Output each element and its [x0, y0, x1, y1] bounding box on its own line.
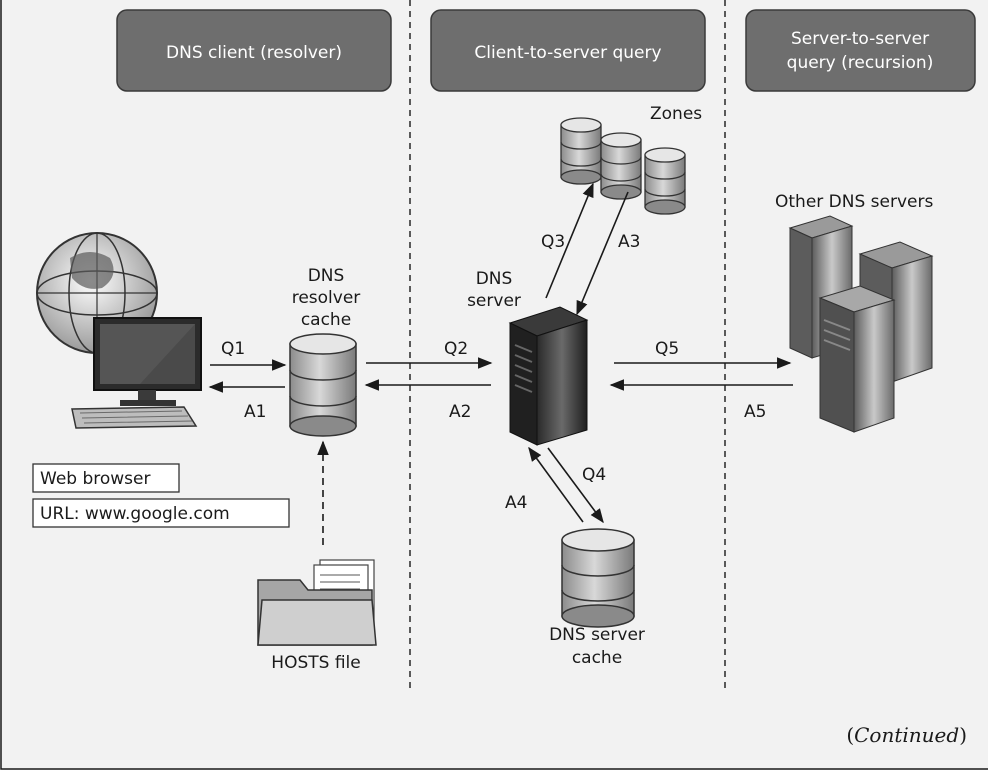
- label-q2: Q2: [444, 339, 468, 359]
- continued-note: (Continued): [846, 723, 967, 747]
- dns-server-label-line2: server: [467, 291, 521, 311]
- hosts-file-label: HOSTS file: [271, 653, 360, 673]
- zones-label: Zones: [650, 104, 702, 124]
- arrow-a3: [576, 191, 629, 316]
- svg-text:DNS client (resolver): DNS client (resolver): [166, 43, 342, 63]
- dns-server-label-line1: DNS: [476, 269, 513, 289]
- zones-database-icon-2: [600, 132, 642, 200]
- svg-text:query (recursion): query (recursion): [787, 53, 934, 73]
- resolver-cache-label-line1: DNS: [308, 266, 345, 286]
- dns-server-tower-icon: [508, 306, 589, 446]
- zones-database-icon-3: [644, 147, 686, 215]
- url-label: URL: www.google.com: [40, 504, 230, 524]
- label-q5: Q5: [655, 339, 679, 359]
- label-a1: A1: [244, 402, 266, 422]
- label-a3: A3: [618, 232, 640, 252]
- header-dns-client: DNS client (resolver): [116, 9, 392, 92]
- label-a2: A2: [449, 402, 471, 422]
- server-cache-database-icon: [561, 528, 635, 628]
- arrow-q4: [547, 447, 604, 524]
- label-q3: Q3: [541, 232, 565, 252]
- zones-database-icon-1: [560, 117, 602, 185]
- web-browser-box: Web browser: [32, 463, 180, 493]
- label-a5: A5: [744, 402, 766, 422]
- other-dns-servers-icon: [788, 215, 934, 433]
- arrow-q3: [545, 182, 594, 299]
- label-q1: Q1: [221, 339, 245, 359]
- arrow-a4: [528, 446, 584, 523]
- label-a4: A4: [505, 493, 527, 513]
- svg-text:Client-to-server query: Client-to-server query: [474, 43, 661, 63]
- web-browser-label: Web browser: [40, 469, 150, 489]
- header-client-to-server: Client-to-server query: [430, 9, 706, 92]
- resolver-cache-label-line3: cache: [301, 310, 351, 330]
- other-dns-servers-label: Other DNS servers: [775, 192, 933, 212]
- svg-text:Server-to-server: Server-to-server: [791, 29, 929, 49]
- resolver-cache-database-icon: [289, 333, 357, 437]
- server-cache-label-line1: DNS server: [549, 625, 645, 645]
- url-box: URL: www.google.com: [32, 498, 290, 528]
- computer-globe-icon: [36, 232, 202, 429]
- server-cache-label-line2: cache: [572, 648, 622, 668]
- label-q4: Q4: [582, 465, 606, 485]
- resolver-cache-label-line2: resolver: [292, 288, 361, 308]
- header-server-to-server: Server-to-server query (recursion): [745, 9, 976, 92]
- hosts-file-folder-icon: [257, 559, 377, 646]
